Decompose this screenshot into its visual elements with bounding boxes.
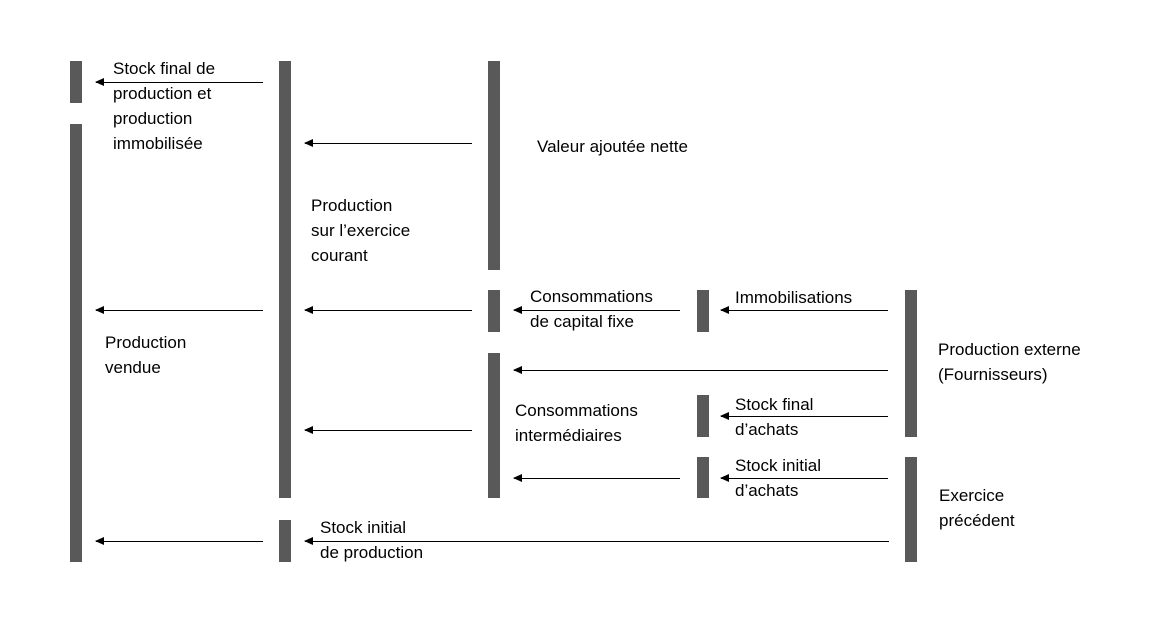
label-production-vendue: Production vendue [105, 333, 187, 377]
label-production-exercice-courant: Production sur l’exercice courant [311, 196, 411, 265]
bar-production-vendue [70, 124, 82, 562]
arrow-exercice-to-stock-initial-production [304, 537, 889, 545]
arrow-fournisseurs-to-stock-final-achats [720, 412, 888, 420]
arrow-production-to-vendue [95, 306, 263, 314]
bar-valeur-ajoutee-nette [488, 61, 500, 270]
label-exercice-precedent: Exercice précédent [939, 486, 1015, 530]
arrow-fournisseurs-to-immobilisations [720, 306, 888, 314]
bar-exercice-precedent [905, 457, 917, 562]
bar-stock-final-achats [697, 395, 709, 437]
arrow-valeur-ajoutee-to-production [304, 139, 472, 147]
bar-production-exercice-courant [279, 61, 291, 498]
bar-stock-initial-production [279, 520, 291, 562]
label-consommations-intermediaires: Consommations intermédiaires [515, 401, 638, 445]
label-stock-initial-production: Stock initial de production [320, 518, 424, 562]
arrow-immobilisations-to-capital-fixe [513, 306, 680, 314]
label-valeur-ajoutee-nette: Valeur ajoutée nette [537, 137, 688, 156]
arrow-fournisseurs-to-consommations [513, 366, 888, 374]
arrow-stock-initial-achats-to-consommations [513, 474, 680, 482]
bar-consommations-capital-fixe [488, 290, 500, 332]
bar-production-externe [905, 290, 917, 437]
label-immobilisations: Immobilisations [735, 288, 853, 307]
arrow-stock-initial-production-to-vendue [95, 537, 263, 545]
bar-consommations-intermediaires [488, 353, 500, 498]
label-consommations-capital-fixe: Consommations de capital fixe [530, 287, 653, 331]
arrow-to-stock-final-production [95, 78, 263, 86]
arrow-capital-fixe-to-production [304, 306, 472, 314]
label-stock-initial-achats: Stock initial d’achats [735, 456, 821, 500]
bar-stock-final-production [70, 61, 82, 103]
bar-stock-initial-achats [697, 457, 709, 498]
label-stock-final-achats: Stock final d’achats [735, 395, 814, 439]
arrow-consommations-to-production [304, 426, 472, 434]
arrow-exercice-to-stock-initial-achats [720, 474, 888, 482]
label-production-externe: Production externe (Fournisseurs) [938, 340, 1081, 384]
bar-immobilisations [697, 290, 709, 332]
label-stock-final-production: Stock final de production et production … [113, 59, 216, 153]
